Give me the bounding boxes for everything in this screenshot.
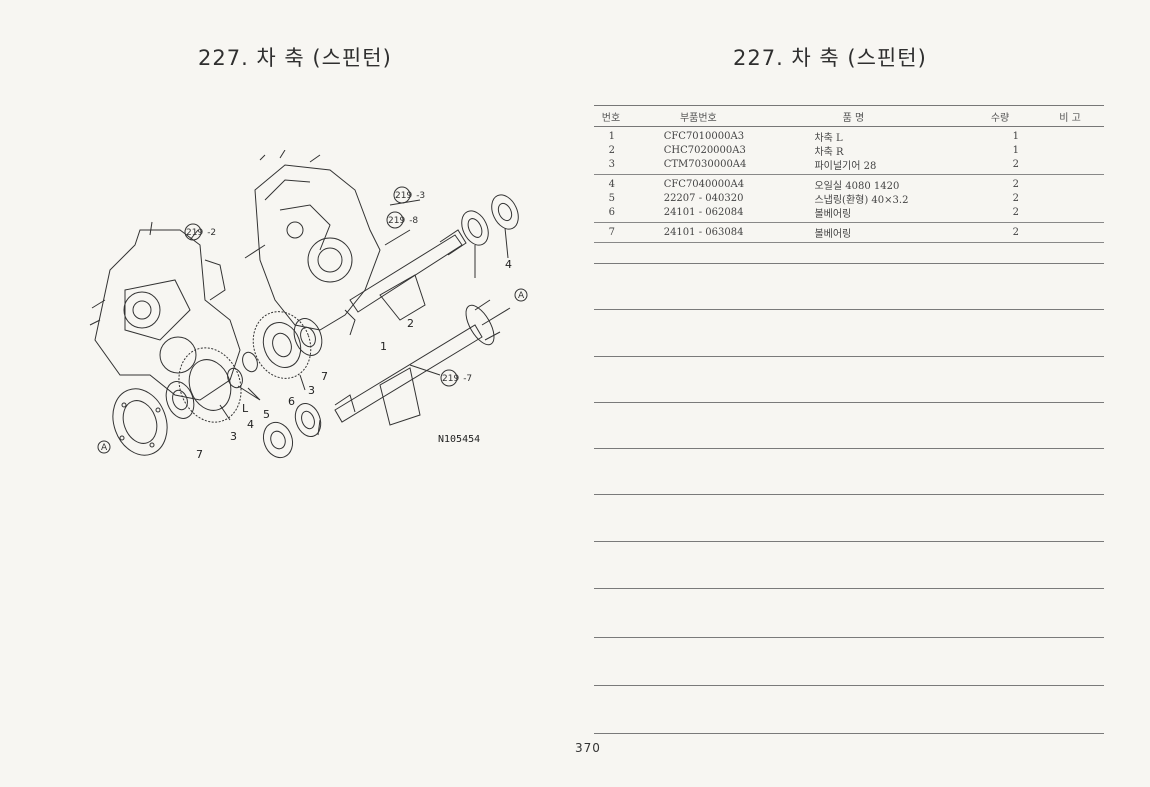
exploded-parts-diagram: 219-2 219-3 219-8 219-7 A A 1 2 3 3 4 4 … [89, 150, 528, 461]
bearing-left [165, 381, 195, 419]
axle-shaft-lower [334, 299, 511, 426]
left-page-title: 227. 차 축 (스핀턴) [198, 46, 392, 70]
bearing-middle [293, 318, 323, 356]
bearing-upper-1 [461, 210, 489, 246]
cell-no: 2 [608, 144, 616, 156]
page-number: 370 [575, 741, 601, 755]
table-row-group: 4 CFC7040000A4 오일실 4080 1420 2 5 22207 - 0403… [594, 175, 1104, 223]
axle-flange [112, 388, 168, 456]
cell-no: 7 [608, 226, 616, 238]
part-label-l: L [242, 402, 249, 415]
ruled-line [594, 402, 1104, 403]
ruled-line [594, 494, 1104, 495]
cell-no: 3 [608, 158, 616, 170]
cell-name: 오일실 4080 1420 [814, 180, 900, 192]
cell-name: 차축 R [814, 146, 844, 158]
table-body: 1 CFC7010000A3 차축 L 1 2 CHC7020000A3 차축 R 1 3 CTM… [594, 127, 1104, 243]
left-axle-housing [89, 221, 241, 401]
bearing-lower [294, 403, 322, 437]
table-row: 7 24101 - 063084 볼베어링 2 [594, 225, 1104, 240]
callout-219-8: 219-8 [388, 216, 418, 226]
cell-qty: 2 [1012, 158, 1019, 170]
part-label-4a: 4 [505, 258, 512, 271]
ruled-line [594, 733, 1104, 734]
part-label-2: 2 [407, 317, 414, 330]
callout-219-7: 219-7 [442, 374, 472, 384]
cell-name: 파이널기어 28 [814, 160, 877, 172]
ruled-line [594, 541, 1104, 542]
table-header: 번호 부품번호 품 명 수량 비 고 [594, 105, 1104, 127]
table-row: 2 CHC7020000A3 차축 R 1 [594, 143, 1104, 158]
right-axle-housing [254, 150, 381, 336]
ruled-line [594, 588, 1104, 589]
callout-219-3: 219-3 [395, 191, 425, 201]
table-row: 1 CFC7010000A3 차축 L 1 [594, 129, 1104, 144]
oil-seal-lower [262, 421, 294, 459]
ruled-line [594, 263, 1104, 264]
cell-no: 6 [608, 206, 616, 218]
cell-name: 차축 L [814, 132, 843, 144]
header-part-number: 부품번호 [679, 112, 717, 124]
ruled-line [594, 309, 1104, 310]
table-row: 3 CTM7030000A4 파이널기어 28 2 [594, 157, 1104, 172]
header-no: 번호 [601, 112, 621, 124]
table-row-group: 7 24101 - 063084 볼베어링 2 [594, 223, 1104, 243]
cell-part-number: CFC7040000A4 [663, 178, 745, 190]
cell-name: 볼베어링 [814, 228, 852, 240]
part-label-7a: 7 [321, 370, 328, 383]
part-label-5: 5 [263, 408, 270, 421]
cell-no: 1 [608, 130, 616, 142]
table-row: 5 22207 - 040320 스냅링(환형) 40×3.2 2 [594, 191, 1104, 206]
ruled-line [594, 685, 1104, 686]
cell-qty: 2 [1012, 206, 1019, 218]
cell-qty: 2 [1012, 178, 1019, 190]
marker-a-left: A [101, 443, 108, 453]
snap-ring-2 [227, 367, 243, 389]
part-label-1: 1 [380, 340, 387, 353]
cell-no: 5 [608, 192, 616, 204]
header-note: 비 고 [1059, 112, 1081, 124]
part-label-3a: 3 [308, 384, 315, 397]
oil-seal-upper [491, 194, 519, 230]
header-qty: 수량 [990, 112, 1010, 124]
marker-a-right: A [518, 291, 525, 301]
axle-shaft-upper [349, 229, 467, 321]
cell-name: 볼베어링 [814, 208, 852, 220]
part-label-7b: 7 [196, 448, 203, 461]
cell-part-number: 24101 - 062084 [663, 206, 744, 218]
part-label-3b: 3 [230, 430, 237, 443]
right-page-title: 227. 차 축 (스핀턴) [733, 46, 927, 70]
snap-ring-1 [242, 351, 258, 373]
cell-part-number: CTM7030000A4 [663, 158, 747, 170]
cell-qty: 1 [1012, 130, 1019, 142]
cell-qty: 2 [1012, 192, 1019, 204]
parts-table: 번호 부품번호 품 명 수량 비 고 1 CFC7010000A3 차축 L 1 2 CH… [594, 105, 1104, 243]
part-label-6: 6 [288, 395, 295, 408]
part-label-4b: 4 [247, 418, 254, 431]
ruled-line [594, 356, 1104, 357]
cell-part-number: 24101 - 063084 [663, 226, 744, 238]
cell-part-number: 22207 - 040320 [663, 192, 744, 204]
final-gear-lower [178, 347, 242, 423]
drawing-id: N105454 [438, 434, 480, 445]
table-row: 4 CFC7040000A4 오일실 4080 1420 2 [594, 177, 1104, 192]
cell-part-number: CHC7020000A3 [663, 144, 746, 156]
ruled-line [594, 637, 1104, 638]
cell-qty: 2 [1012, 226, 1019, 238]
table-row: 6 24101 - 062084 볼베어링 2 [594, 205, 1104, 220]
cell-qty: 1 [1012, 144, 1019, 156]
final-gear-upper [252, 311, 312, 379]
cell-no: 4 [608, 178, 616, 190]
header-name: 품 명 [842, 112, 865, 124]
cell-part-number: CFC7010000A3 [663, 130, 745, 142]
table-row-group: 1 CFC7010000A3 차축 L 1 2 CHC7020000A3 차축 R 1 3 CTM… [594, 127, 1104, 175]
cell-name: 스냅링(환형) 40×3.2 [814, 194, 909, 206]
ruled-line [594, 448, 1104, 449]
callout-219-2: 219-2 [186, 228, 216, 238]
